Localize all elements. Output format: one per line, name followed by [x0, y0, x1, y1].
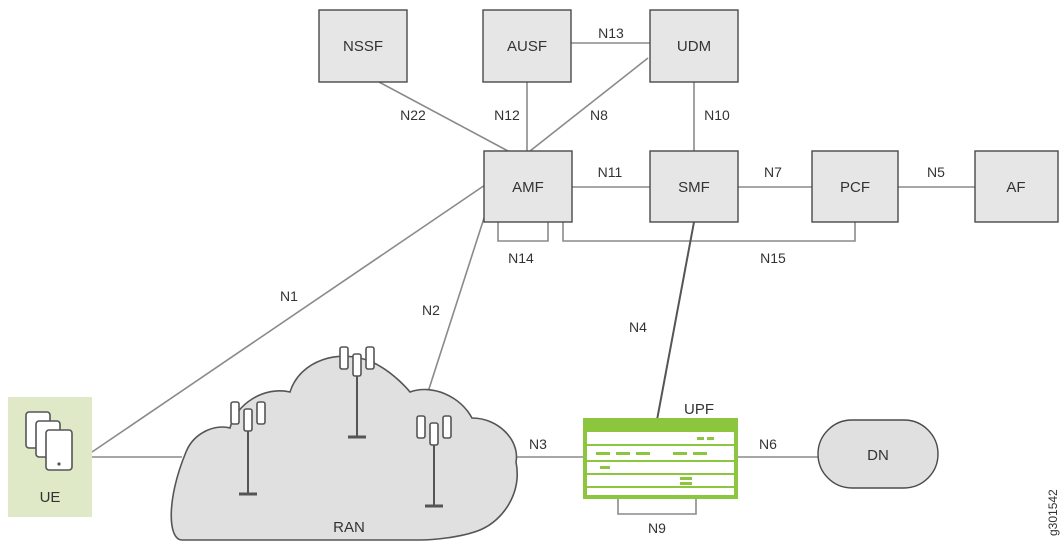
label-n8: N8 [590, 107, 608, 123]
dn-shape [817, 419, 939, 489]
label-n12: N12 [494, 107, 520, 123]
label-n7: N7 [764, 164, 782, 180]
link-ran-amf [427, 214, 486, 393]
link-upf-smf [656, 221, 695, 421]
mobile-devices-icon [25, 411, 73, 471]
cloud-shape [170, 355, 518, 541]
upf-label: UPF [684, 401, 714, 418]
link-ue-amf [91, 184, 486, 453]
label-n9: N9 [648, 520, 666, 536]
link-upf-loop-n9 [617, 497, 697, 515]
cell-tower-icon [339, 346, 375, 439]
cell-tower-icon [416, 415, 452, 508]
pcf-label: PCF [840, 179, 870, 196]
label-n15: N15 [760, 250, 786, 266]
ran-label: RAN [333, 519, 365, 536]
amf-label: AMF [512, 179, 544, 196]
label-n14: N14 [508, 250, 534, 266]
nssf-label: NSSF [343, 38, 383, 55]
label-n6: N6 [759, 436, 777, 452]
ue-label: UE [40, 489, 61, 506]
link-nssf-amf [378, 81, 509, 152]
udm-node: UDM [649, 9, 739, 83]
label-n11: N11 [598, 164, 623, 180]
label-n22: N22 [400, 107, 426, 123]
label-n10: N10 [704, 107, 730, 123]
label-n4: N4 [629, 319, 647, 335]
ausf-label: AUSF [507, 38, 547, 55]
pcf-node: PCF [811, 150, 899, 223]
af-node: AF [974, 150, 1059, 223]
ran-cloud [170, 355, 518, 541]
smf-label: SMF [678, 179, 710, 196]
link-amf-pcf-n15 [562, 222, 856, 242]
nssf-node: NSSF [318, 9, 408, 83]
upf-chassis [583, 418, 738, 499]
link-udm-amf [529, 57, 649, 152]
label-n1: N1 [280, 288, 298, 304]
dn-label: DN [867, 447, 889, 464]
ausf-node: AUSF [482, 9, 572, 83]
dn-node: DN [817, 419, 939, 489]
amf-node: AMF [483, 150, 573, 223]
label-n3: N3 [529, 436, 547, 452]
ue-box: UE [8, 397, 92, 517]
figure-id: g301542 [1046, 489, 1060, 536]
interface-labels: N13 N22 N12 N8 N10 N11 N7 N5 N14 N15 N1 … [280, 25, 945, 536]
label-n5: N5 [927, 164, 945, 180]
connections [91, 42, 975, 515]
link-amf-loop-n14 [497, 222, 549, 242]
smf-node: SMF [649, 150, 739, 223]
upf-top-bar [585, 420, 736, 432]
label-n2: N2 [422, 302, 440, 318]
cell-tower-icon [230, 401, 266, 496]
label-n13: N13 [598, 25, 624, 41]
udm-label: UDM [677, 38, 711, 55]
upf-node: UPF [583, 401, 738, 499]
af-label: AF [1006, 179, 1025, 196]
